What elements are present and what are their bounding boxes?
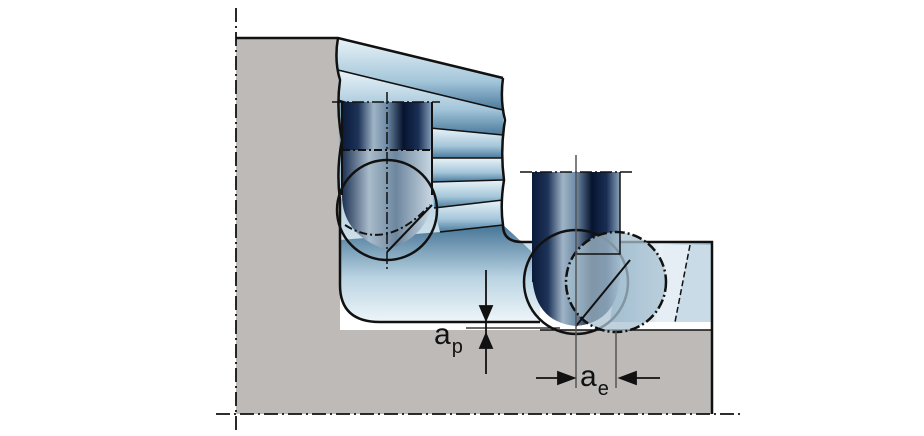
ball-nose-end-mill-upper xyxy=(332,92,440,270)
center-lines xyxy=(216,8,740,432)
ae-dimension xyxy=(536,370,660,386)
ball-nose-end-mill-lower xyxy=(520,155,668,388)
ae-label: ae xyxy=(580,360,609,400)
ap-label: ap xyxy=(434,318,463,358)
ap-dimension xyxy=(466,270,560,374)
pocket-outline xyxy=(236,36,714,414)
workpiece xyxy=(236,38,712,414)
